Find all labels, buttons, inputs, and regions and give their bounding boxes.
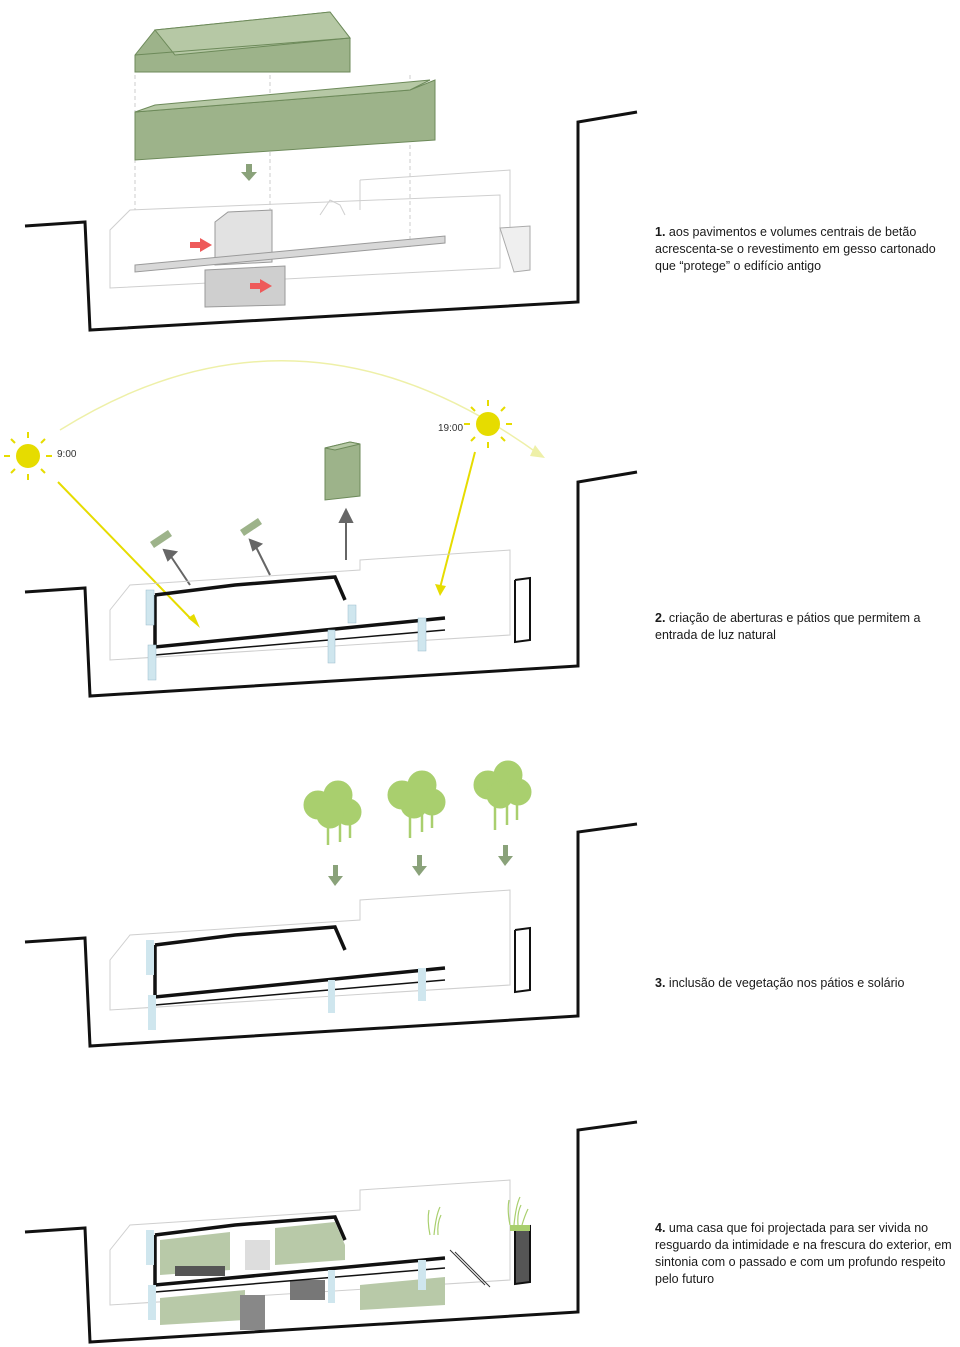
building-outline <box>109 169 511 289</box>
skylight-panel <box>150 530 172 548</box>
glass-opening <box>145 589 427 681</box>
caption-4-text: uma casa que foi projectada para ser viv… <box>655 1221 952 1286</box>
building-section <box>109 1179 531 1330</box>
down-arrow-icon <box>241 164 257 181</box>
caption-1-number: 1. <box>655 225 666 239</box>
sun-icon <box>464 400 512 448</box>
panel-1-drawing <box>24 11 638 332</box>
caption-1-text: aos pavimentos e volumes centrais de bet… <box>655 225 936 273</box>
caption-3-number: 3. <box>655 976 666 990</box>
floor-slab <box>134 235 446 273</box>
sun-ray <box>57 481 193 621</box>
diagram-panel-1: 1. aos pavimentos e volumes centrais de … <box>0 0 960 340</box>
diagram-panel-4: 4. uma casa que foi projectada para ser … <box>0 1070 960 1347</box>
glass-opening <box>146 1230 426 1320</box>
glass-opening <box>146 940 426 1030</box>
green-roof-volume <box>134 11 351 73</box>
grass-icon <box>427 1196 529 1236</box>
caption-4-number: 4. <box>655 1221 666 1235</box>
tree-icon <box>387 770 446 838</box>
green-cladding-volume <box>134 79 436 161</box>
staircase <box>449 1249 491 1288</box>
tree-icon <box>303 780 362 845</box>
diagram-panel-3: 3. inclusão de vegetação nos pátios e so… <box>0 720 960 1060</box>
sun-ray <box>439 451 476 589</box>
sun-path-arc <box>59 360 541 456</box>
caption-3: 3. inclusão de vegetação nos pátios e so… <box>655 975 955 992</box>
caption-2-number: 2. <box>655 611 666 625</box>
diagram-panel-2: 9:00 19:00 2. criação de aberturas e pát… <box>0 360 960 705</box>
panel-2-drawing <box>4 360 638 698</box>
caption-3-text: inclusão de vegetação nos pátios e solár… <box>668 976 905 990</box>
red-arrow-icon <box>190 238 272 293</box>
caption-4: 4. uma casa que foi projectada para ser … <box>655 1220 955 1288</box>
caption-1: 1. aos pavimentos e volumes centrais de … <box>655 224 955 275</box>
caption-2-text: criação de aberturas e pátios que permit… <box>655 611 921 642</box>
terrain-section-line <box>24 1120 638 1344</box>
lifted-volume <box>324 441 361 501</box>
caption-2: 2. criação de aberturas e pátios que per… <box>655 610 955 644</box>
terrain-section-line <box>24 822 638 1048</box>
side-volume <box>499 225 531 273</box>
sun-time-morning: 9:00 <box>57 449 77 460</box>
panel-3-drawing <box>24 760 638 1048</box>
skylight-panel <box>240 518 262 536</box>
sun-time-evening: 19:00 <box>438 423 464 434</box>
building-section <box>109 549 531 661</box>
terrain-section-line <box>24 110 638 332</box>
sun-icon <box>4 432 52 480</box>
tree-icon <box>473 760 532 830</box>
panel-4-drawing <box>24 1120 638 1344</box>
down-arrow-icon <box>328 845 513 886</box>
up-arrow-icon <box>162 507 354 586</box>
concrete-core <box>204 209 286 308</box>
building-section <box>109 889 531 1011</box>
terrain-section-line <box>24 470 638 698</box>
